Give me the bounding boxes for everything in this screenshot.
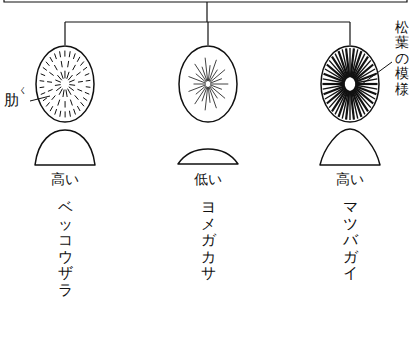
tree-line: [207, 22, 208, 45]
tree-line: [206, 2, 207, 22]
height-label: 高い: [336, 172, 364, 187]
height-label: 低い: [194, 172, 222, 187]
part-name: 肋: [4, 92, 19, 109]
species-name: マツバガイ: [343, 199, 358, 282]
shell-side-profile: [178, 149, 238, 164]
tree-line: [349, 22, 350, 45]
shell-side-profile: [35, 130, 95, 165]
leader-line: [30, 96, 50, 101]
height-label: 高い: [51, 172, 79, 187]
part-name: 松葉の模様: [395, 20, 409, 97]
species-name: ベッコウザラ: [58, 199, 73, 298]
tree-line: [64, 22, 65, 45]
leader-line: [362, 62, 392, 84]
tree-line: [4, 0, 407, 2]
shell-top-view: [321, 46, 379, 122]
ruby-text: く: [19, 87, 27, 96]
shell-side-profile: [320, 129, 380, 165]
species-name: ヨメガカサ: [201, 199, 216, 282]
shell-top-view: [179, 46, 237, 122]
shell-top-view: [36, 46, 94, 122]
